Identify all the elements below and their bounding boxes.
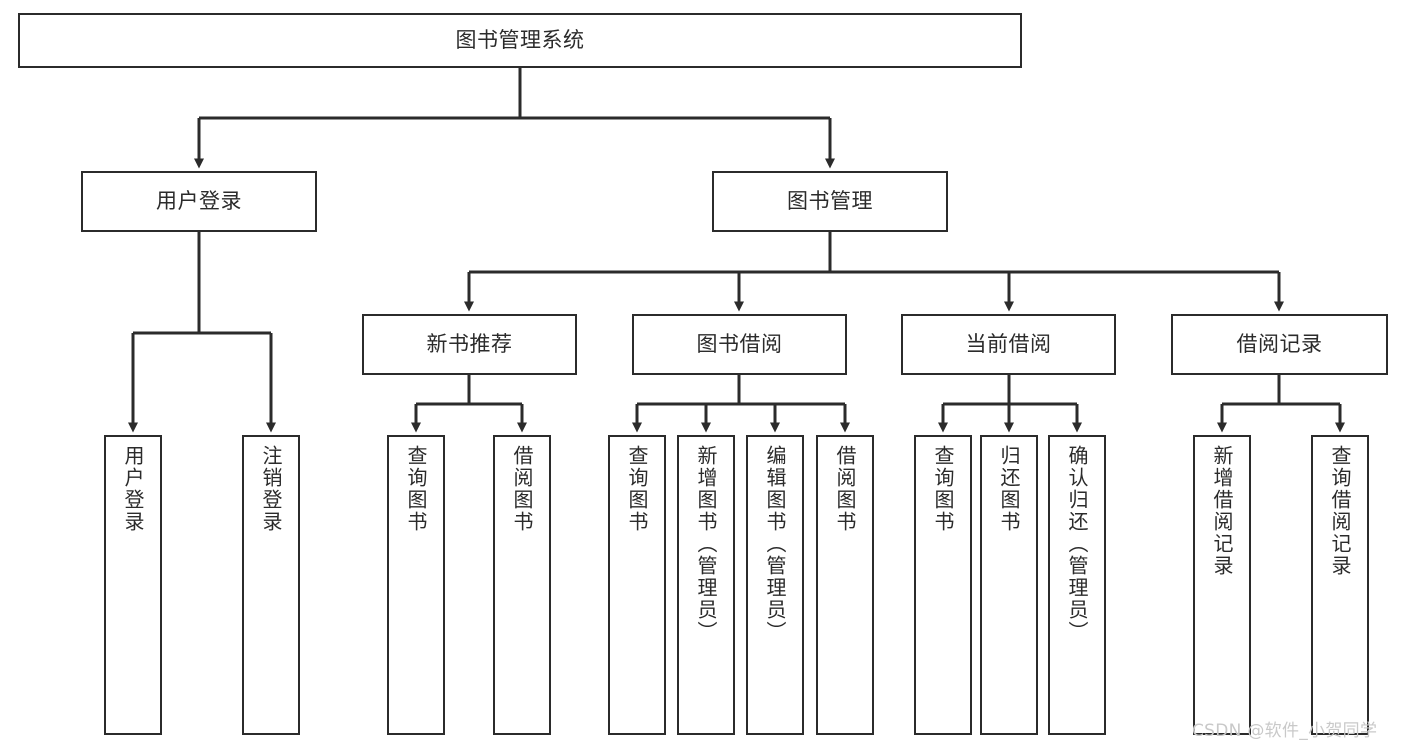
leaf-recommend-borrow-book[interactable]: 借阅图书 bbox=[493, 435, 551, 735]
leaf-label: 新增借阅记录 bbox=[1210, 445, 1234, 577]
leaf-label: 查询借阅记录 bbox=[1328, 445, 1352, 577]
leaf-user-login-logout[interactable]: 注销登录 bbox=[242, 435, 300, 735]
leaf-label: 编辑图书（管理员） bbox=[763, 445, 787, 643]
node-root-label: 图书管理系统 bbox=[455, 27, 585, 52]
leaf-borrow-query-book[interactable]: 查询图书 bbox=[608, 435, 666, 735]
node-new-book-recommend-label: 新书推荐 bbox=[426, 331, 513, 356]
leaf-record-add-record[interactable]: 新增借阅记录 bbox=[1193, 435, 1251, 735]
leaf-current-query-book[interactable]: 查询图书 bbox=[914, 435, 972, 735]
csdn-watermark: CSDN @软件_小贺同学 bbox=[1192, 721, 1378, 741]
leaf-label: 查询图书 bbox=[931, 445, 955, 533]
leaf-label: 用户登录 bbox=[121, 445, 145, 533]
node-borrow-record-label: 借阅记录 bbox=[1236, 331, 1323, 356]
leaf-label: 借阅图书 bbox=[510, 445, 534, 533]
node-user-login[interactable]: 用户登录 bbox=[81, 171, 317, 232]
node-book-borrow[interactable]: 图书借阅 bbox=[632, 314, 847, 375]
leaf-user-login-login[interactable]: 用户登录 bbox=[104, 435, 162, 735]
leaf-label: 注销登录 bbox=[259, 445, 283, 533]
node-borrow-record[interactable]: 借阅记录 bbox=[1171, 314, 1388, 375]
leaf-recommend-query-book[interactable]: 查询图书 bbox=[387, 435, 445, 735]
leaf-label: 查询图书 bbox=[404, 445, 428, 533]
leaf-label: 查询图书 bbox=[625, 445, 649, 533]
node-new-book-recommend[interactable]: 新书推荐 bbox=[362, 314, 577, 375]
node-current-borrow-label: 当前借阅 bbox=[965, 331, 1052, 356]
node-root[interactable]: 图书管理系统 bbox=[18, 13, 1022, 68]
leaf-label: 归还图书 bbox=[997, 445, 1021, 533]
leaf-label: 新增图书（管理员） bbox=[694, 445, 718, 643]
leaf-label: 借阅图书 bbox=[833, 445, 857, 533]
node-book-borrow-label: 图书借阅 bbox=[696, 331, 783, 356]
leaf-borrow-borrow-book[interactable]: 借阅图书 bbox=[816, 435, 874, 735]
leaf-label: 确认归还（管理员） bbox=[1065, 445, 1089, 643]
node-user-login-label: 用户登录 bbox=[156, 188, 242, 213]
node-book-management-label: 图书管理 bbox=[787, 188, 873, 213]
leaf-borrow-edit-book[interactable]: 编辑图书（管理员） bbox=[746, 435, 804, 735]
leaf-current-return-book[interactable]: 归还图书 bbox=[980, 435, 1038, 735]
node-book-management[interactable]: 图书管理 bbox=[712, 171, 948, 232]
leaf-current-confirm-return[interactable]: 确认归还（管理员） bbox=[1048, 435, 1106, 735]
leaf-record-query-record[interactable]: 查询借阅记录 bbox=[1311, 435, 1369, 735]
node-current-borrow[interactable]: 当前借阅 bbox=[901, 314, 1116, 375]
leaf-borrow-add-book[interactable]: 新增图书（管理员） bbox=[677, 435, 735, 735]
